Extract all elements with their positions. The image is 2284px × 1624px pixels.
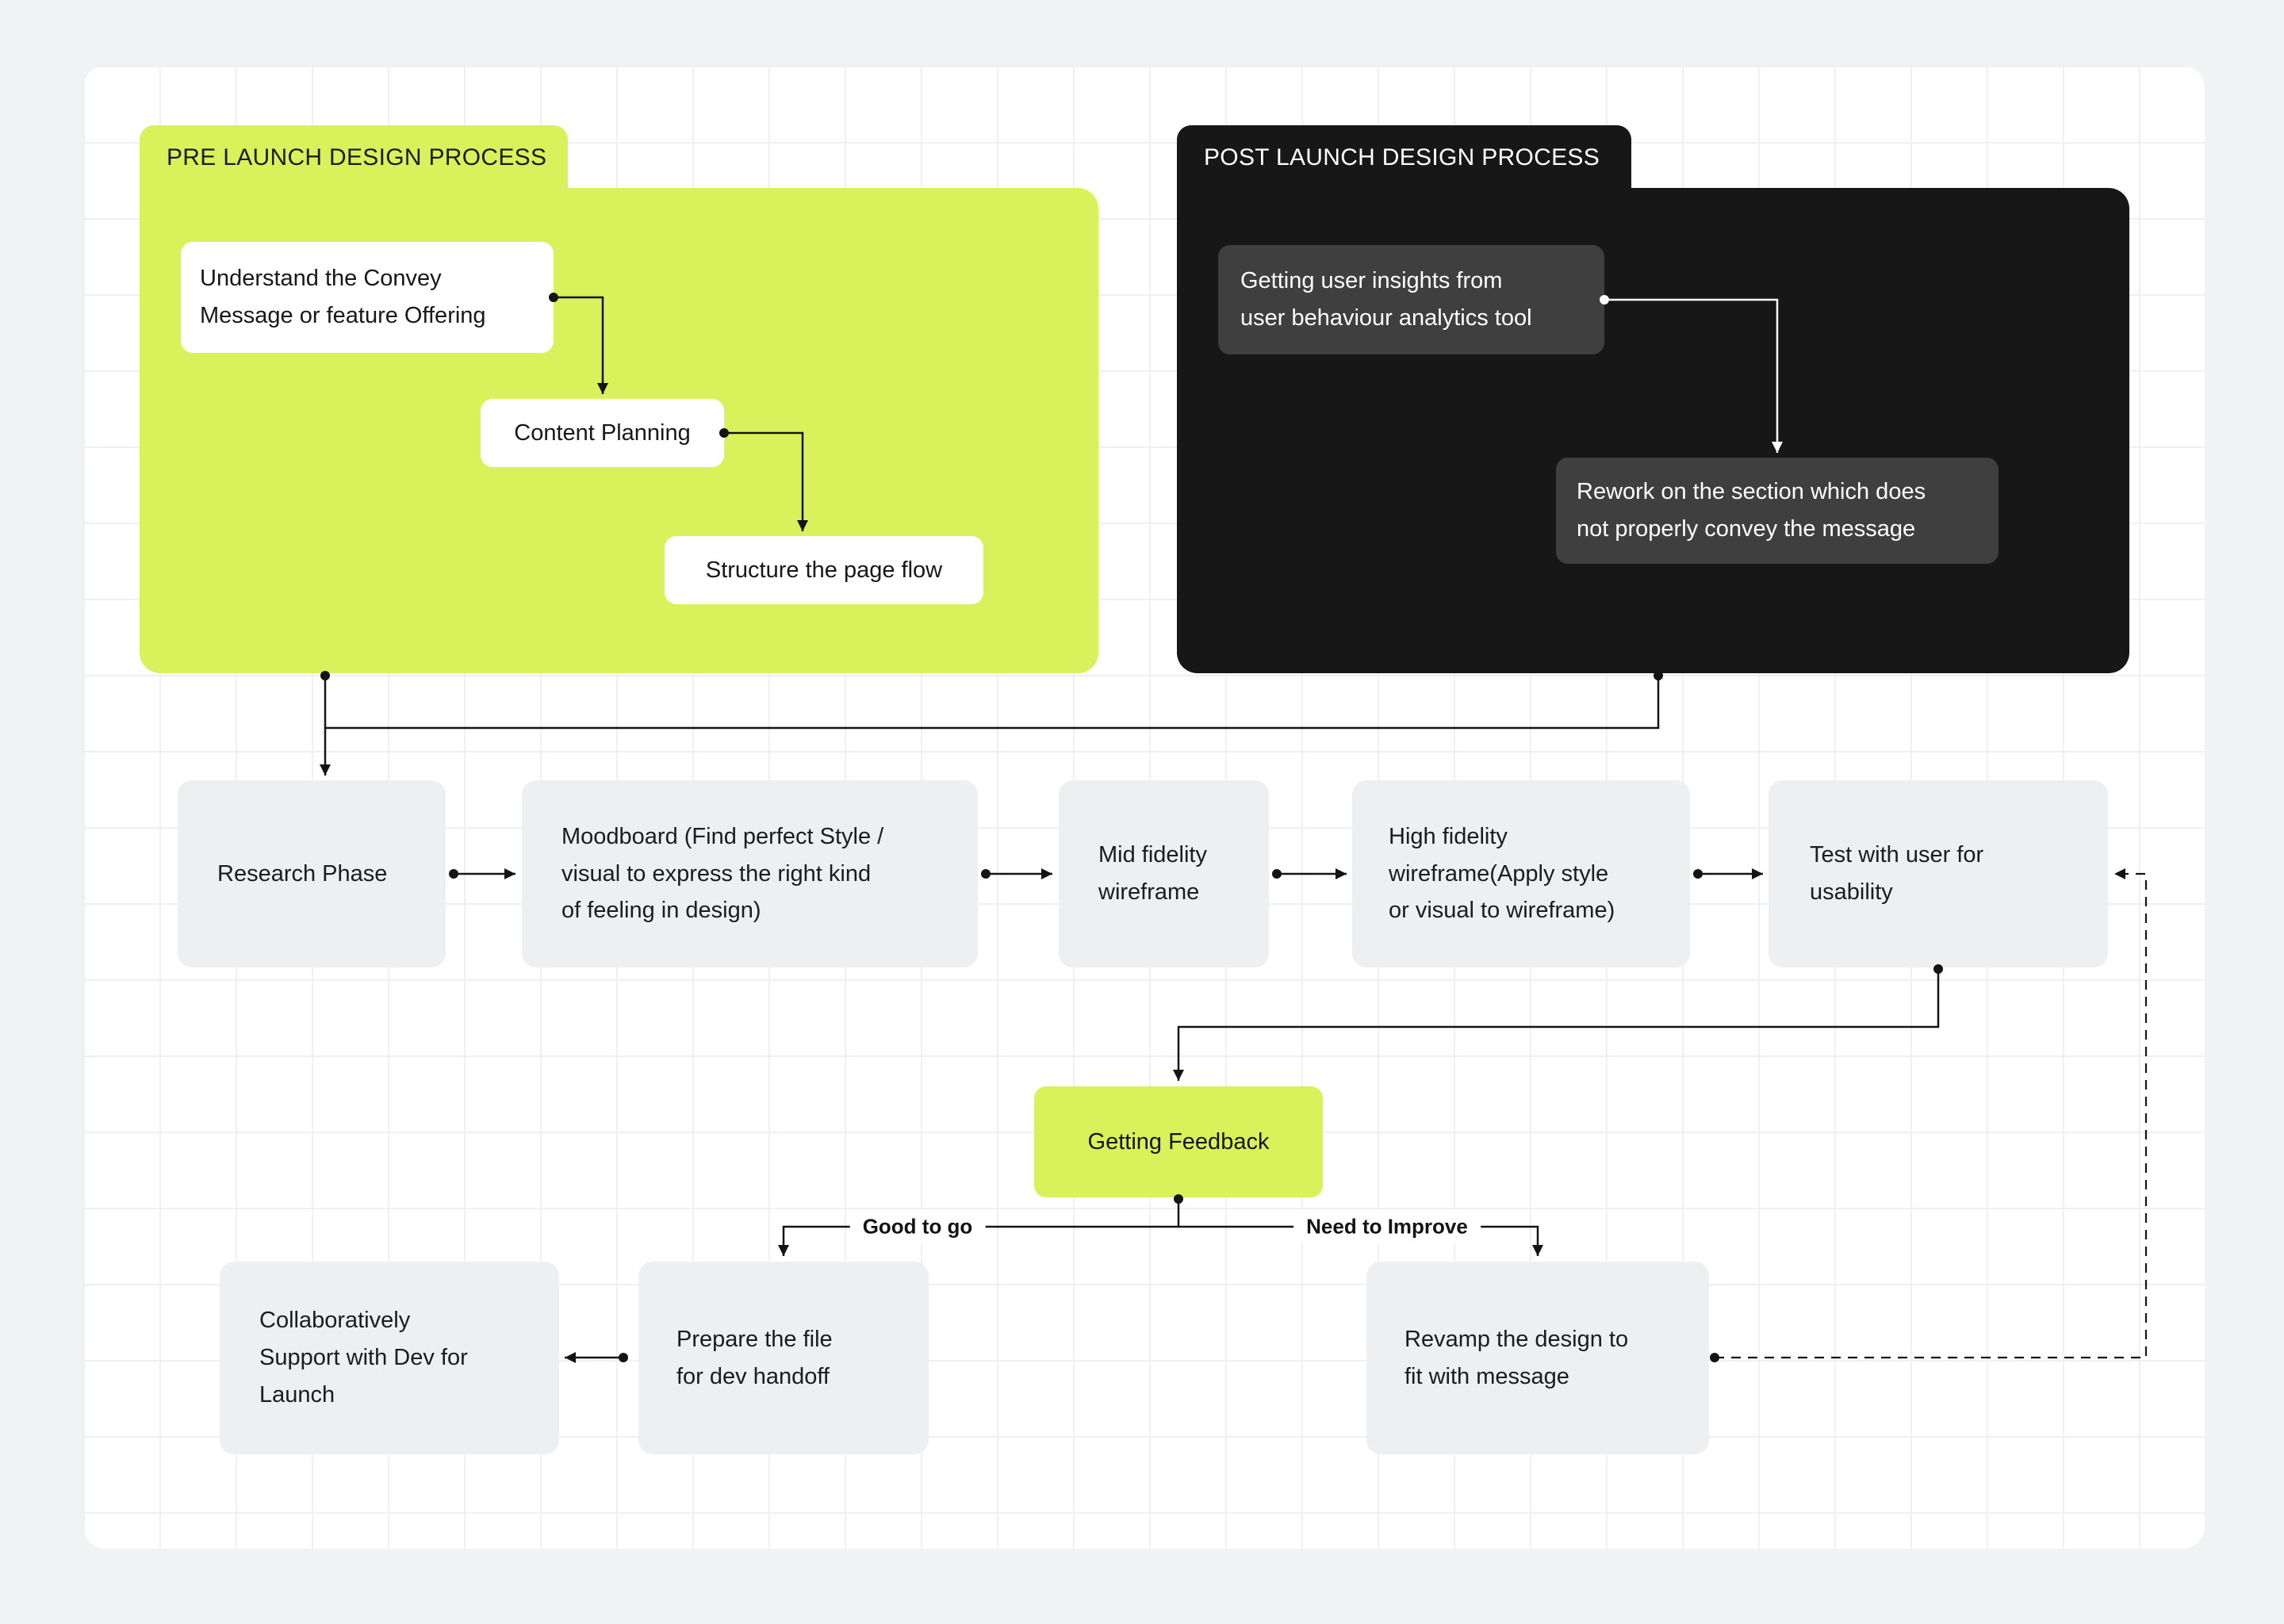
- node-understand-message: Understand the Convey Message or feature…: [181, 242, 554, 353]
- post-launch-tab: POST LAUNCH DESIGN PROCESS: [1177, 125, 1631, 190]
- branch-label-good-to-go: Good to go: [849, 1209, 986, 1244]
- node-getting-feedback: Getting Feedback: [1034, 1086, 1323, 1197]
- node-support-dev-launch: Collaboratively Support with Dev for Lau…: [220, 1262, 559, 1454]
- node-mid-fidelity-wireframe: Mid fidelity wireframe: [1059, 780, 1269, 967]
- node-test-with-user: Test with user for usability: [1769, 780, 2108, 967]
- node-user-insights: Getting user insights from user behaviou…: [1218, 245, 1604, 354]
- node-prepare-dev-handoff: Prepare the file for dev handoff: [638, 1262, 929, 1454]
- pre-launch-title: PRE LAUNCH DESIGN PROCESS: [167, 144, 547, 170]
- node-research-phase: Research Phase: [178, 780, 446, 967]
- pre-launch-tab: PRE LAUNCH DESIGN PROCESS: [140, 125, 568, 190]
- node-content-planning: Content Planning: [481, 399, 724, 467]
- branch-label-need-to-improve: Need to Improve: [1293, 1209, 1481, 1244]
- post-launch-title: POST LAUNCH DESIGN PROCESS: [1204, 144, 1600, 170]
- node-structure-page-flow: Structure the page flow: [665, 536, 983, 604]
- node-moodboard: Moodboard (Find perfect Style / visual t…: [522, 780, 978, 967]
- node-rework-section: Rework on the section which does not pro…: [1556, 458, 1998, 564]
- node-revamp-design: Revamp the design to fit with message: [1366, 1262, 1709, 1454]
- node-high-fidelity-wireframe: High fidelity wireframe(Apply style or v…: [1352, 780, 1690, 967]
